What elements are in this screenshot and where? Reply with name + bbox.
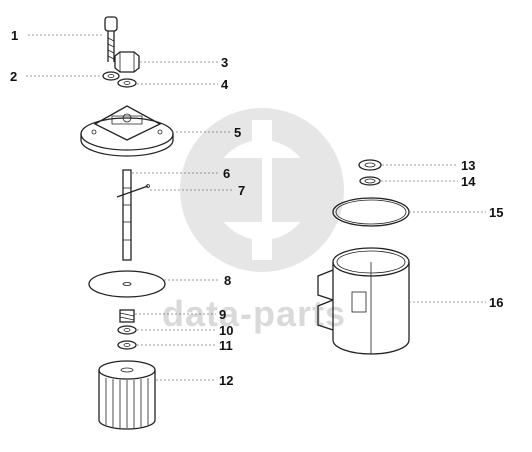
callout-15: 15 [489, 205, 503, 220]
part-13-washer [358, 159, 382, 171]
callout-16: 16 [489, 295, 503, 310]
part-11-washer [117, 340, 137, 350]
callout-5: 5 [234, 125, 241, 140]
callout-6: 6 [223, 166, 230, 181]
callout-7: 7 [238, 183, 245, 198]
callout-2: 2 [10, 69, 17, 84]
part-8-disc [88, 270, 166, 298]
callout-14: 14 [461, 174, 476, 189]
callout-11: 11 [219, 338, 233, 353]
part-4-washer [117, 78, 137, 88]
callouts: 1 2 3 4 5 6 7 8 9 10 11 12 13 14 15 16 [10, 28, 503, 388]
callout-9: 9 [219, 307, 226, 322]
part-10-washer [117, 325, 137, 335]
part-7-pin [116, 184, 150, 198]
part-14-washer [359, 176, 381, 186]
callout-3: 3 [221, 55, 228, 70]
part-15-o-ring [332, 197, 410, 227]
callout-1: 1 [11, 28, 18, 43]
callout-13: 13 [461, 158, 475, 173]
watermark-text: data-parts [162, 293, 346, 334]
callout-10: 10 [219, 323, 233, 338]
callout-4: 4 [221, 77, 229, 92]
part-1-screw [104, 16, 118, 62]
part-6-center-tube [122, 169, 132, 261]
part-9-spring [119, 309, 135, 323]
part-2-washer [102, 71, 120, 81]
part-3-cap [114, 51, 140, 73]
callout-12: 12 [219, 373, 233, 388]
part-16-housing [317, 247, 410, 355]
callout-8: 8 [224, 273, 231, 288]
part-5-cover [80, 105, 174, 157]
leader-lines [26, 34, 486, 381]
part-12-filter-element [98, 360, 156, 430]
watermark: data-parts [162, 108, 346, 334]
